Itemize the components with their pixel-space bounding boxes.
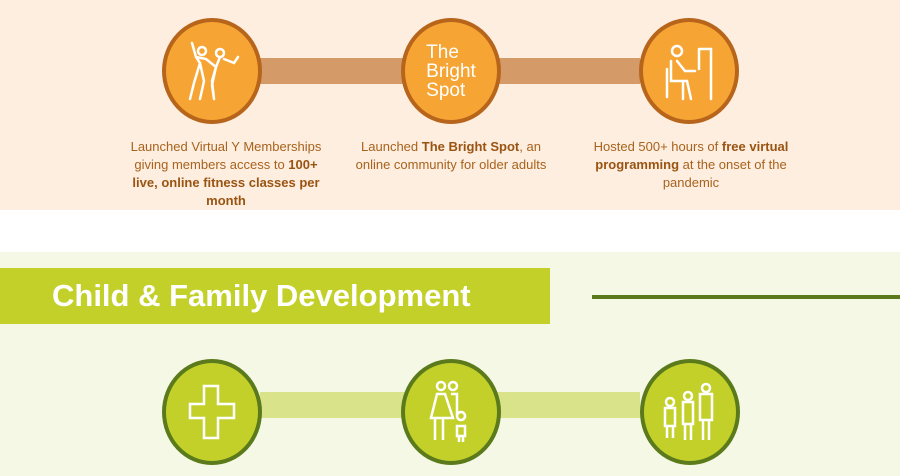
children-icon — [640, 359, 740, 465]
family-icon — [401, 359, 501, 465]
logo-line: The — [426, 41, 459, 63]
section-divider — [592, 295, 900, 299]
virtual-programming-description: Hosted 500+ hours of free virtual progra… — [593, 139, 789, 190]
virtual-y-description: Launched Virtual Y Memberships giving me… — [130, 139, 322, 208]
section-title: Child & Family Development — [0, 268, 550, 324]
dancing-people-icon — [162, 18, 262, 124]
bright-spot-description: Launched The Bright Spot, an online comm… — [355, 139, 547, 172]
health-cross-icon — [162, 359, 262, 465]
logo-line: Spot — [426, 79, 466, 101]
logo-line: Bright — [426, 60, 476, 82]
person-at-computer-icon — [639, 18, 739, 124]
